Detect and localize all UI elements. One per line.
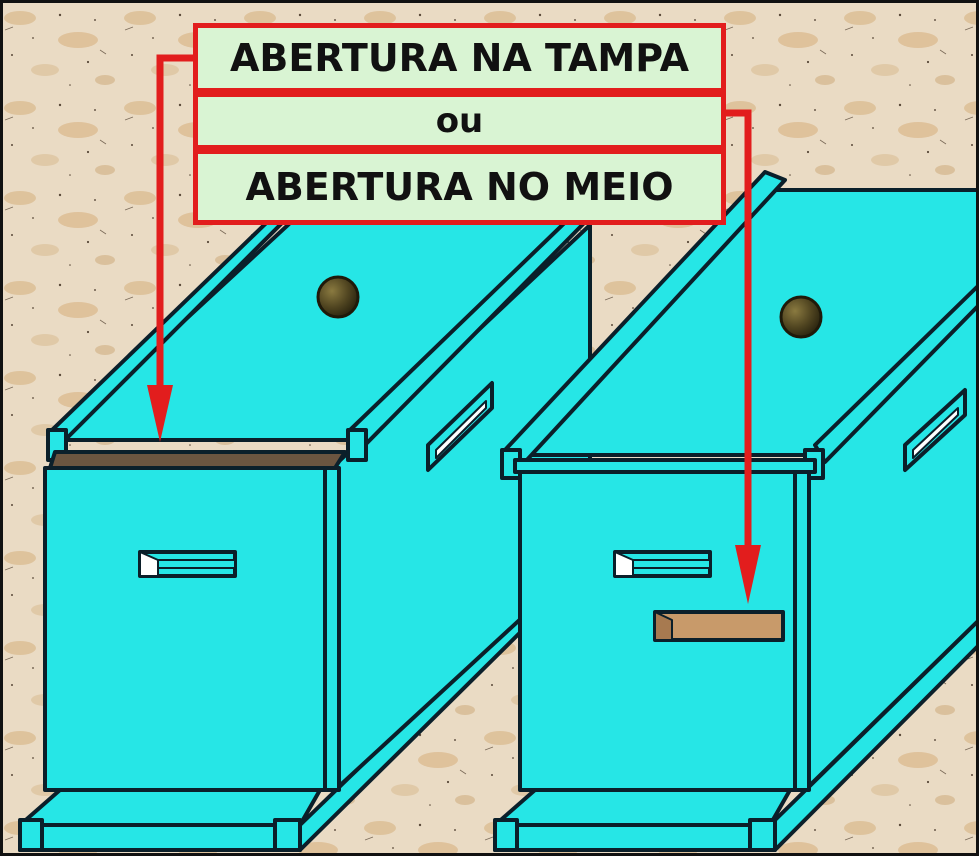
label-ou: ou	[193, 92, 726, 150]
arrow-lid	[147, 54, 193, 442]
label-abertura-no-meio: ABERTURA NO MEIO	[193, 149, 726, 225]
label-text-top: ABERTURA NA TAMPA	[230, 36, 689, 80]
label-text-middle: ou	[435, 101, 484, 141]
right-vent-hole	[779, 295, 823, 339]
left-hive	[18, 198, 597, 852]
arrow-middle	[726, 109, 761, 604]
lid-opening-slot	[48, 450, 347, 470]
label-text-bottom: ABERTURA NO MEIO	[245, 165, 674, 209]
middle-opening	[653, 610, 785, 642]
left-vent-hole	[316, 275, 360, 319]
label-abertura-na-tampa: ABERTURA NA TAMPA	[193, 23, 726, 93]
